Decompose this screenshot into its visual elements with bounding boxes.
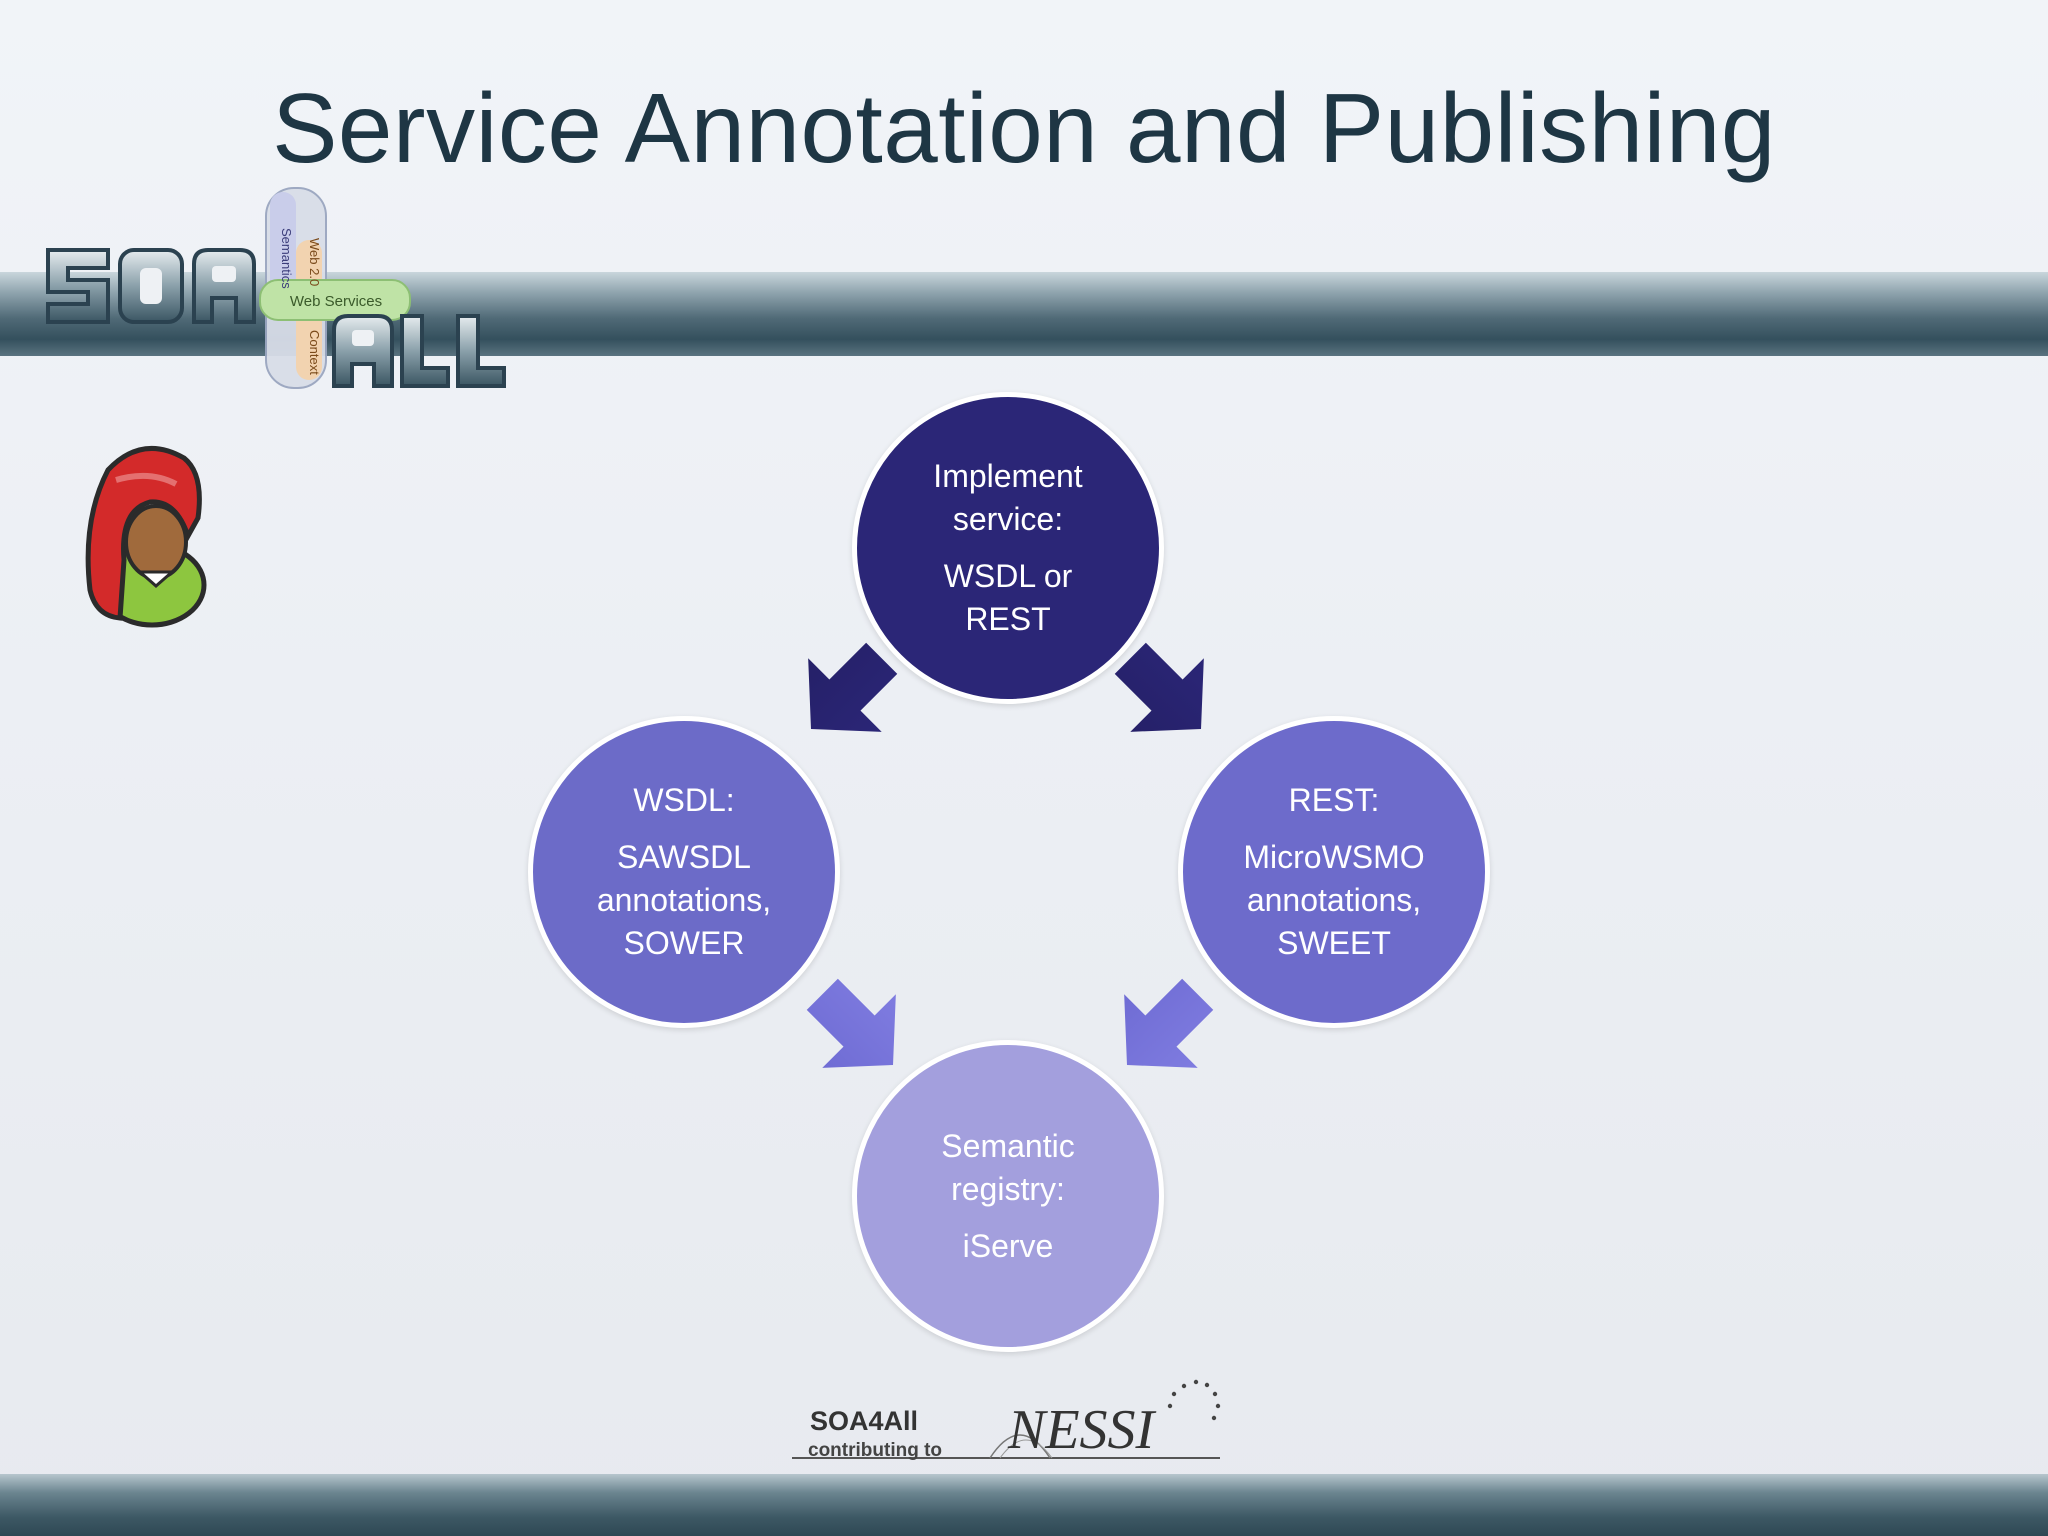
node-wsdl-title: WSDL: xyxy=(633,782,735,818)
soa4all-logo: Web Services Semantics Web 2.0 Context xyxy=(46,187,506,389)
logo-tag-semantics: Semantics xyxy=(279,228,294,289)
arrow-implement-to-wsdl xyxy=(808,642,898,732)
logo-soa-letters xyxy=(46,248,256,324)
node-implement-service: Implement service: WSDL or REST xyxy=(852,392,1164,704)
logo-tag-context: Context xyxy=(307,330,322,375)
slide-title: Service Annotation and Publishing xyxy=(272,73,1776,183)
nessi-wordmark: NESSI xyxy=(1007,1399,1157,1461)
node-wsdl-detail: SAWSDL annotations, SOWER xyxy=(596,839,772,961)
arrow-rest-to-registry xyxy=(1124,978,1214,1068)
nessi-logo: NESSI xyxy=(792,1379,1221,1461)
arrow-wsdl-to-registry xyxy=(806,978,896,1068)
arrow-implement-to-rest xyxy=(1114,642,1204,732)
node-implement-detail: WSDL or REST xyxy=(943,558,1073,637)
stars-icon xyxy=(1167,1379,1221,1421)
node-wsdl: WSDL: SAWSDL annotations, SOWER xyxy=(528,716,840,1028)
logo-all-letters xyxy=(332,314,506,388)
footer-contributing-label: contributing to xyxy=(808,1440,943,1461)
node-rest: REST: MicroWSMO annotations, SWEET xyxy=(1178,716,1490,1028)
logo-tag-web20: Web 2.0 xyxy=(307,238,322,286)
node-rest-title: REST: xyxy=(1288,782,1380,818)
footer-band xyxy=(0,1474,2048,1536)
node-rest-detail: MicroWSMO annotations, SWEET xyxy=(1243,839,1425,961)
node-registry-title: Semantic registry: xyxy=(941,1127,1075,1207)
footer-soa4all-label: SOA4All xyxy=(810,1406,919,1436)
logo-tag-web-services: Web Services xyxy=(290,293,382,310)
node-registry-detail: iServe xyxy=(962,1227,1054,1264)
node-semantic-registry: Semantic registry: iServe xyxy=(852,1040,1164,1352)
user-avatar-icon xyxy=(85,445,207,628)
node-implement-title: Implement service: xyxy=(933,458,1083,537)
